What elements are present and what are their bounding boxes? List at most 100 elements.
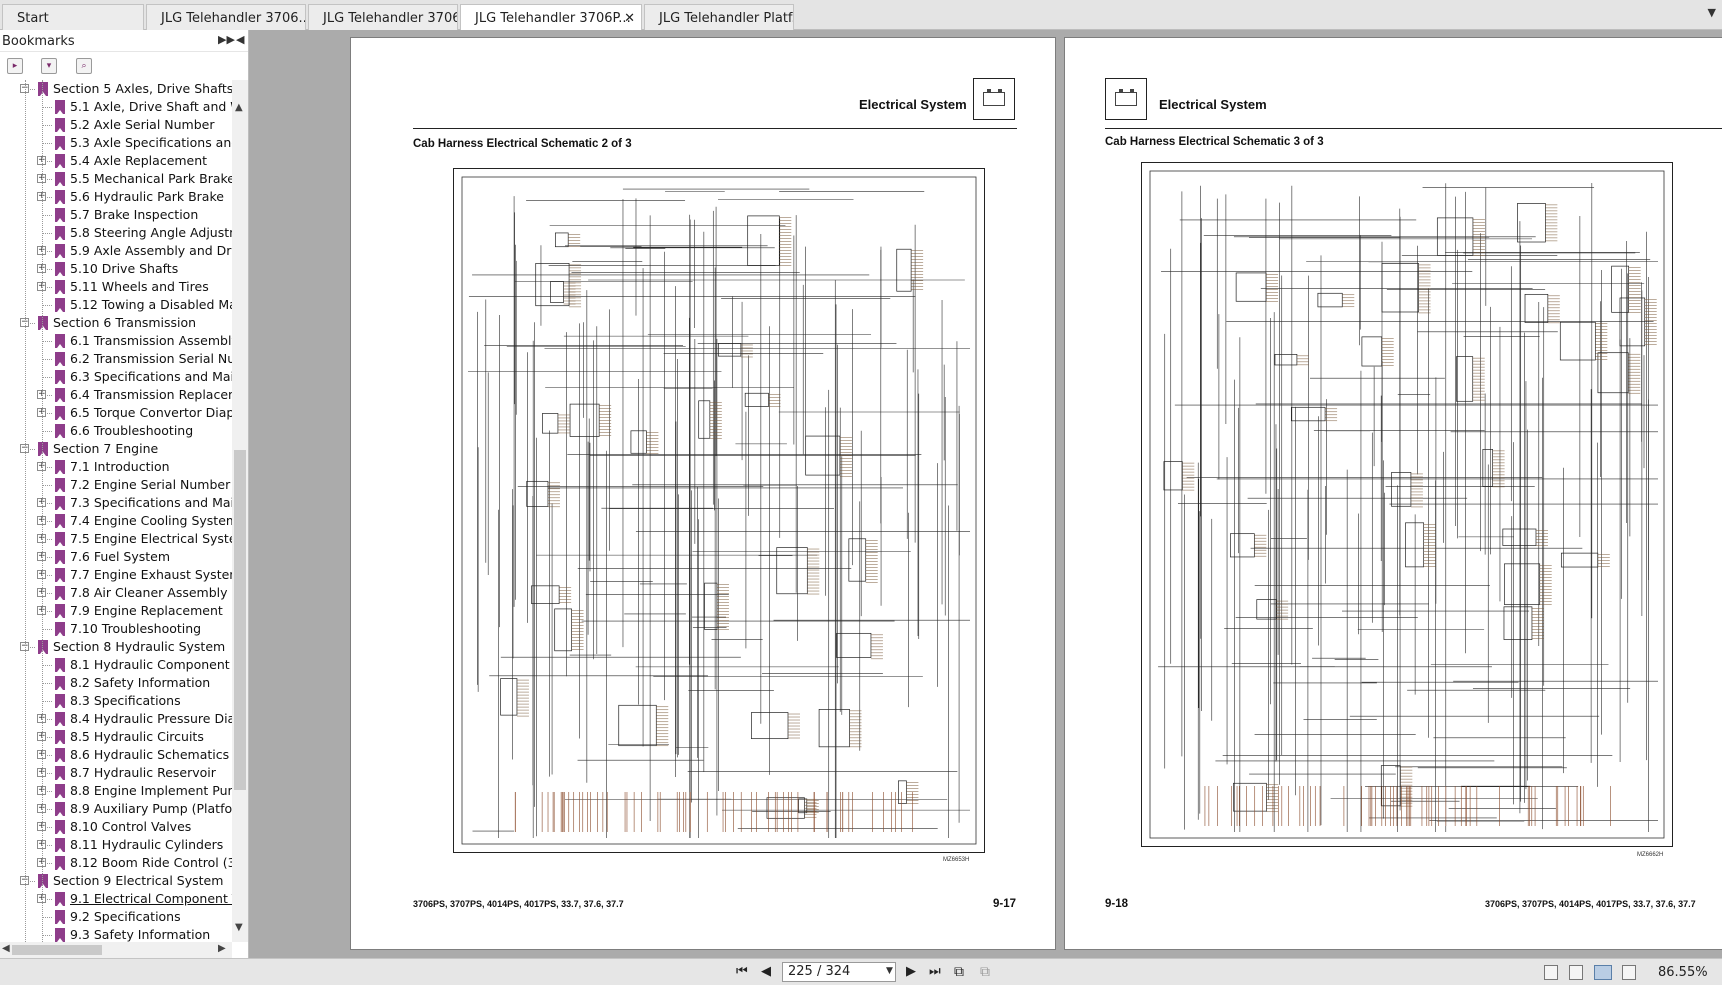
bookmark-item[interactable]: +7.5 Engine Electrical System [0,530,232,548]
scrollbar-thumb[interactable] [234,450,246,790]
bookmark-section[interactable]: −Section 7 Engine [0,440,232,458]
continuous-facing-view-icon[interactable] [1622,965,1636,980]
expand-icon[interactable]: + [37,263,46,273]
expand-icon[interactable]: + [37,551,46,561]
bookmark-collapse-icon[interactable]: ▾ [41,58,57,74]
expand-icon[interactable]: + [37,245,46,255]
bookmark-item[interactable]: +8.11 Hydraulic Cylinders [0,836,232,854]
page-number-input[interactable]: 225 / 324 [782,962,896,982]
bookmark-find-icon[interactable]: ⌕ [76,58,92,74]
bookmark-item[interactable]: +7.8 Air Cleaner Assembly [0,584,232,602]
expand-icon[interactable]: + [37,389,46,399]
bookmark-item[interactable]: 7.2 Engine Serial Number [0,476,232,494]
bookmark-item[interactable]: +8.6 Hydraulic Schematics [0,746,232,764]
collapse-icon[interactable]: − [20,317,29,327]
bookmark-item[interactable]: 9.3 Safety Information [0,926,232,942]
first-page-icon[interactable]: ⏮ [736,964,748,979]
expand-icon[interactable]: + [37,605,46,615]
bookmark-section[interactable]: −Section 5 Axles, Drive Shafts, W [0,80,232,98]
bookmark-item[interactable]: +8.4 Hydraulic Pressure Diagn [0,710,232,728]
bookmark-item[interactable]: 5.7 Brake Inspection [0,206,232,224]
scroll-right-icon[interactable]: ▶ [218,943,226,954]
bookmark-item[interactable]: +7.4 Engine Cooling System [0,512,232,530]
collapse-icon[interactable]: − [20,83,29,93]
scroll-down-icon[interactable]: ▼ [235,922,243,933]
bookmark-item[interactable]: +7.7 Engine Exhaust System [0,566,232,584]
zoom-level[interactable]: 86.55% [1658,965,1708,980]
bookmark-item[interactable]: +8.12 Boom Ride Control (37 [0,854,232,872]
document-view[interactable]: Electrical System Cab Harness Electrical… [250,30,1722,958]
expand-icon[interactable]: + [37,839,46,849]
bookmark-item[interactable]: 6.6 Troubleshooting [0,422,232,440]
bookmark-item[interactable]: 6.3 Specifications and Maint [0,368,232,386]
bookmark-item[interactable]: 6.2 Transmission Serial Numb [0,350,232,368]
bookmarks-horizontal-scrollbar[interactable]: ◀ ▶ [0,942,232,958]
bookmark-item[interactable]: +6.5 Torque Convertor Diaph [0,404,232,422]
collapse-icon[interactable]: − [20,875,29,885]
bookmark-item[interactable]: +7.6 Fuel System [0,548,232,566]
bookmark-section[interactable]: −Section 6 Transmission [0,314,232,332]
scroll-left-icon[interactable]: ◀ [2,943,10,954]
tab-document-1[interactable]: JLG Telehandler 3706... [146,4,306,30]
bookmark-item[interactable]: 5.3 Axle Specifications and M [0,134,232,152]
tab-list-dropdown-icon[interactable]: ▼ [1707,6,1716,19]
tab-document-4[interactable]: JLG Telehandler Platf... [644,4,794,30]
bookmark-item[interactable]: +5.4 Axle Replacement [0,152,232,170]
panel-options-icon[interactable]: ▶▶ [218,33,235,46]
expand-icon[interactable]: + [37,407,46,417]
bookmark-item[interactable]: 8.2 Safety Information [0,674,232,692]
bookmark-item[interactable]: +8.7 Hydraulic Reservoir [0,764,232,782]
scrollbar-thumb[interactable] [12,945,102,955]
bookmark-item[interactable]: 5.8 Steering Angle Adjustm [0,224,232,242]
next-view-icon[interactable]: ⧉ [980,964,990,980]
expand-icon[interactable]: + [37,857,46,867]
expand-icon[interactable]: + [37,713,46,723]
expand-icon[interactable]: + [37,767,46,777]
bookmark-section[interactable]: −Section 8 Hydraulic System [0,638,232,656]
expand-icon[interactable]: + [37,731,46,741]
bookmark-item[interactable]: +7.3 Specifications and Maint [0,494,232,512]
next-page-icon[interactable]: ▶ [906,964,916,979]
collapse-icon[interactable]: − [20,641,29,651]
bookmark-item[interactable]: +6.4 Transmission Replaceme [0,386,232,404]
bookmark-item[interactable]: 7.10 Troubleshooting [0,620,232,638]
expand-icon[interactable]: + [37,191,46,201]
expand-icon[interactable]: + [37,461,46,471]
expand-icon[interactable]: + [37,515,46,525]
bookmark-item[interactable]: 8.3 Specifications [0,692,232,710]
bookmark-item[interactable]: +8.8 Engine Implement Pump [0,782,232,800]
continuous-view-icon[interactable] [1569,965,1583,980]
bookmark-item[interactable]: 9.2 Specifications [0,908,232,926]
expand-icon[interactable]: + [37,497,46,507]
collapse-icon[interactable]: − [20,443,29,453]
bookmark-item[interactable]: +7.9 Engine Replacement [0,602,232,620]
expand-icon[interactable]: + [37,155,46,165]
page-dropdown-icon[interactable]: ▼ [886,966,893,976]
collapse-panel-icon[interactable]: ◀ [236,33,245,46]
bookmark-item[interactable]: 5.12 Towing a Disabled Mac [0,296,232,314]
tab-start[interactable]: Start [2,4,144,30]
bookmark-item[interactable]: +8.9 Auxiliary Pump (Platform [0,800,232,818]
expand-icon[interactable]: + [37,173,46,183]
bookmark-item[interactable]: 5.1 Axle, Drive Shaft and W [0,98,232,116]
bookmark-item[interactable]: +8.5 Hydraulic Circuits [0,728,232,746]
prev-page-icon[interactable]: ◀ [761,964,771,979]
single-page-view-icon[interactable] [1544,965,1558,980]
previous-view-icon[interactable]: ⧉ [954,964,964,980]
expand-icon[interactable]: + [37,803,46,813]
scroll-up-icon[interactable]: ▲ [235,102,243,113]
tab-document-active[interactable]: JLG Telehandler 3706P... ✕ [460,4,642,31]
expand-icon[interactable]: + [37,569,46,579]
bookmark-item[interactable]: +8.10 Control Valves [0,818,232,836]
expand-icon[interactable]: + [37,893,46,903]
expand-icon[interactable]: + [37,587,46,597]
bookmark-item[interactable]: +7.1 Introduction [0,458,232,476]
bookmark-item[interactable]: 6.1 Transmission Assembly C [0,332,232,350]
expand-icon[interactable]: + [37,821,46,831]
bookmark-item[interactable]: +5.11 Wheels and Tires [0,278,232,296]
expand-icon[interactable]: + [37,749,46,759]
bookmark-item[interactable]: +9.1 Electrical Component Te [0,890,232,908]
bookmark-section[interactable]: −Section 9 Electrical System [0,872,232,890]
bookmark-item[interactable]: +5.6 Hydraulic Park Brake [0,188,232,206]
bookmark-item[interactable]: +5.5 Mechanical Park Brake [0,170,232,188]
